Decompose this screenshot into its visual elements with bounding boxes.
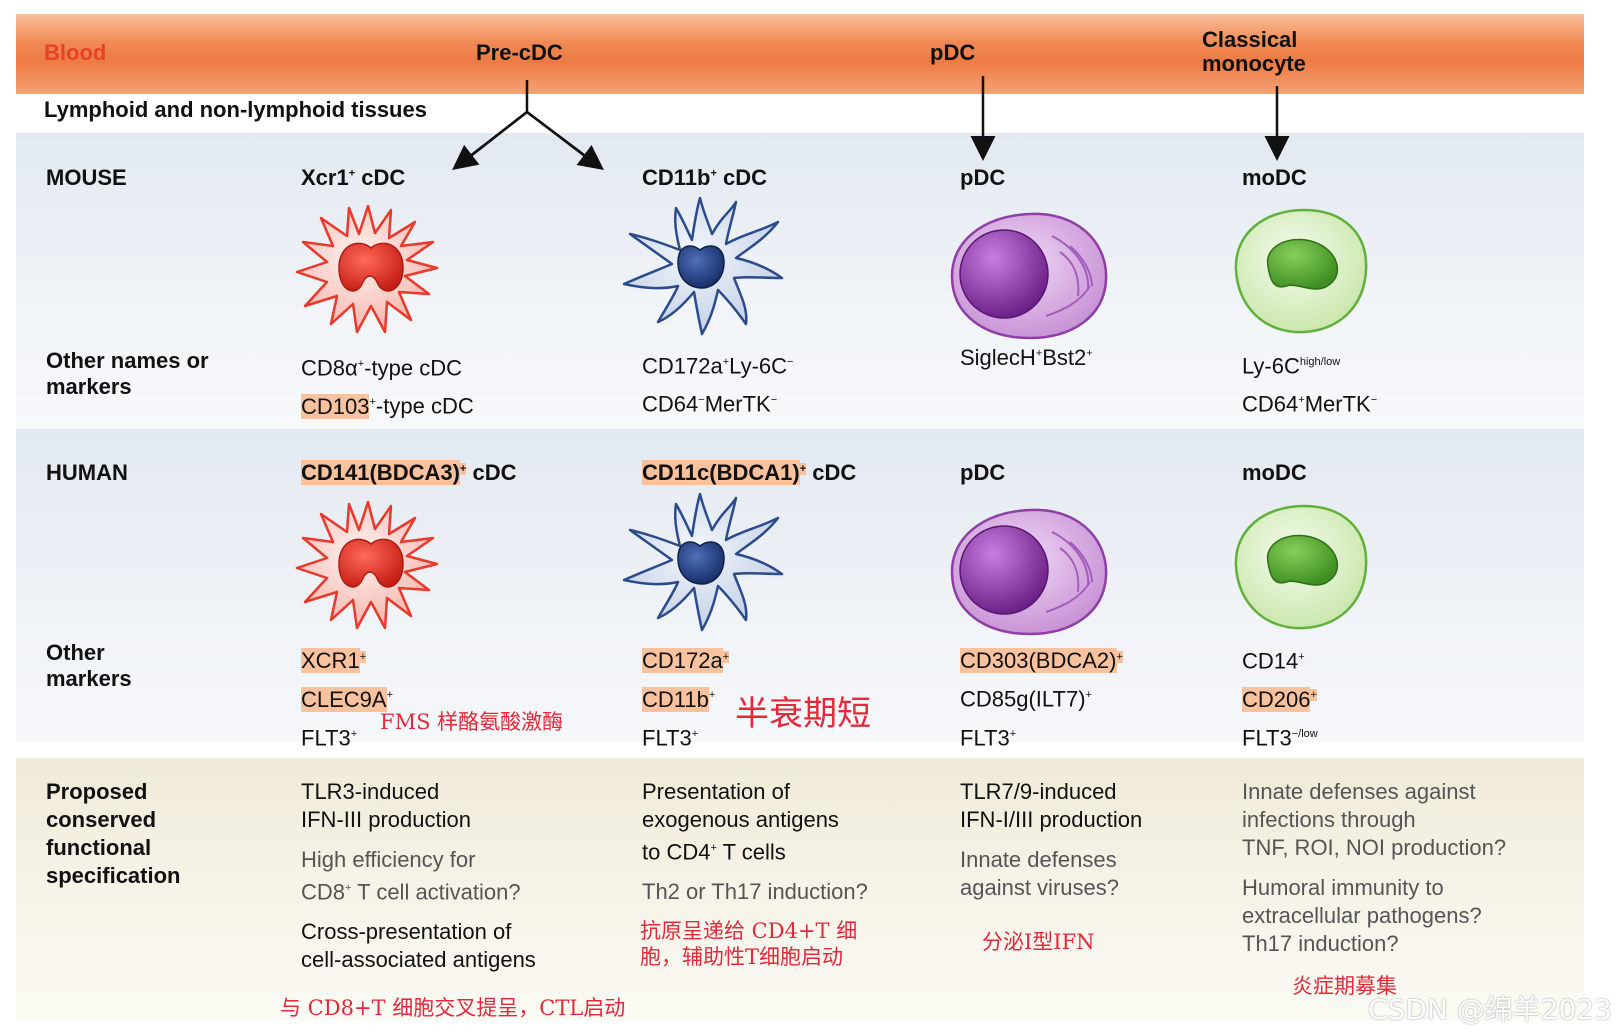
- human-modc-cell-icon: [1234, 504, 1368, 630]
- blood-band: [16, 14, 1584, 94]
- func-col2: Presentation of exogenous antigens to CD…: [642, 779, 868, 905]
- mouse-pdc-title: pDC: [960, 165, 1006, 190]
- annotation-cd4: 抗原呈递给 CD4+T 细胞，辅助性T细胞启动: [640, 919, 858, 969]
- annotation-half-life: 半衰期短: [735, 694, 871, 734]
- watermark: CSDN @绵羊2023: [1368, 993, 1612, 1026]
- modc-cell-icon: [1234, 208, 1368, 334]
- mouse-modc-title: moDC: [1242, 165, 1307, 190]
- classical-monocyte-label: Classical monocyte: [1202, 27, 1306, 76]
- annotation-ifn: 分泌I型IFN: [982, 930, 1095, 954]
- annotation-fms: FMS 样酪氨酸激酶: [380, 710, 564, 734]
- human-xcr1-cell-icon: [295, 500, 439, 630]
- mouse-xcr1-markers: CD8α+-type cDC CD103+-type cDC: [301, 355, 474, 419]
- human-pdc-title: pDC: [960, 460, 1006, 485]
- human-row-label: HUMAN: [46, 460, 128, 485]
- blood-label: Blood: [44, 40, 107, 65]
- mouse-row-label: MOUSE: [46, 165, 127, 190]
- pre-cdc-label: Pre-cDC: [476, 40, 563, 65]
- function-band: [16, 758, 1584, 1020]
- human-modc-title: moDC: [1242, 460, 1307, 485]
- mouse-cd11b-title: CD11b+ cDC: [642, 165, 768, 190]
- tissues-label: Lymphoid and non-lymphoid tissues: [44, 97, 427, 122]
- annotation-cross-presentation: 与 CD8+T 细胞交叉提呈，CTL启动: [280, 996, 626, 1020]
- human-cd141-markers: XCR1+ CLEC9A+ FLT3+: [301, 648, 394, 750]
- pre-cdc-arrow: [457, 80, 599, 167]
- mouse-cd11b-markers: CD172a+Ly-6C− CD64−MerTK−: [642, 353, 794, 417]
- cd11b-cdc-cell-icon: [622, 196, 784, 336]
- annotation-inflammation: 炎症期募集: [1292, 974, 1397, 998]
- human-pdc-markers: CD303(BDCA2)+ CD85g(ILT7)+ FLT3+: [960, 648, 1123, 750]
- func-col1: TLR3-induced IFN-III production High eff…: [301, 779, 536, 973]
- mouse-xcr1-title: Xcr1+ cDC: [301, 165, 406, 190]
- pdc-cell-icon: [950, 212, 1108, 340]
- pdc-blood-label: pDC: [930, 40, 976, 65]
- mouse-modc-markers: Ly-6Chigh/low CD64+MerTK−: [1242, 353, 1378, 417]
- mouse-pdc-markers: SiglecH+Bst2+: [960, 345, 1093, 370]
- xcr1-cdc-cell-icon: [295, 204, 439, 334]
- human-cd11c-markers: CD172a+ CD11b+ FLT3+: [642, 648, 730, 750]
- func-col4: Innate defenses against infections throu…: [1242, 779, 1507, 956]
- human-cd11c-title: CD11c(BDCA1)+ cDC: [642, 460, 857, 485]
- human-cd11c-cell-icon: [622, 492, 784, 632]
- func-col3: TLR7/9-induced IFN-I/III production Inna…: [960, 779, 1143, 900]
- human-modc-markers: CD14+ CD206+ FLT3−/low: [1242, 648, 1318, 750]
- human-cd141-title: CD141(BDCA3)+ cDC: [301, 460, 517, 485]
- human-pdc-cell-icon: [950, 508, 1108, 636]
